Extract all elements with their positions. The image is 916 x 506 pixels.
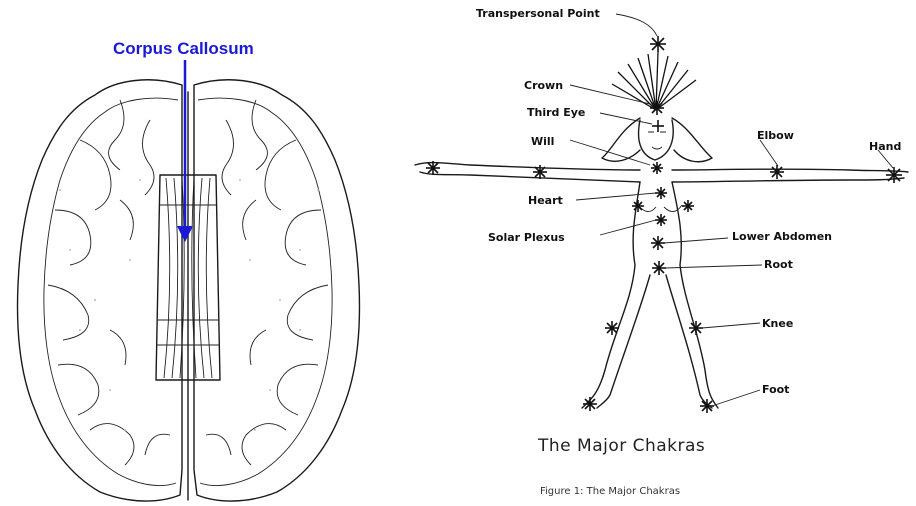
chakra-caption: Figure 1: The Major Chakras xyxy=(540,486,680,497)
label-knee: Knee xyxy=(762,317,793,330)
star-left-knee xyxy=(605,321,619,335)
label-crown: Crown xyxy=(524,79,563,92)
chakra-figure: Transpersonal Point Crown Third Eye Will… xyxy=(415,7,908,497)
label-hand: Hand xyxy=(869,140,901,153)
label-third-eye: Third Eye xyxy=(527,106,585,119)
corpus-callosum-arrow xyxy=(177,60,193,242)
label-transpersonal-point: Transpersonal Point xyxy=(476,7,600,20)
star-third-eye xyxy=(652,120,664,132)
label-elbow: Elbow xyxy=(757,129,794,142)
label-solar-plexus: Solar Plexus xyxy=(488,231,565,244)
star-right-elbow xyxy=(770,165,784,179)
label-foot: Foot xyxy=(762,383,789,396)
star-left-foot xyxy=(583,397,597,411)
star-crown xyxy=(650,101,664,115)
star-will xyxy=(651,162,663,174)
crown-rays xyxy=(612,52,696,110)
label-root: Root xyxy=(764,258,793,271)
star-right-breast xyxy=(682,200,694,212)
label-lower-abdomen: Lower Abdomen xyxy=(732,230,832,243)
star-transpersonal xyxy=(650,36,666,52)
chakra-title: The Major Chakras xyxy=(537,436,705,456)
corpus-callosum-label: Corpus Callosum xyxy=(113,39,254,58)
star-right-foot xyxy=(700,399,714,413)
star-solar-plexus xyxy=(655,214,667,226)
star-lower-abdomen xyxy=(651,236,665,250)
star-right-hand xyxy=(886,167,902,183)
star-heart xyxy=(655,187,667,199)
star-right-knee xyxy=(689,321,703,335)
star-left-hand xyxy=(426,161,440,175)
star-left-elbow xyxy=(533,165,547,179)
brain-illustration: Corpus Callosum xyxy=(18,39,360,501)
star-left-breast xyxy=(632,200,644,212)
label-will: Will xyxy=(531,135,554,148)
star-root xyxy=(652,261,666,275)
label-heart: Heart xyxy=(528,194,563,207)
